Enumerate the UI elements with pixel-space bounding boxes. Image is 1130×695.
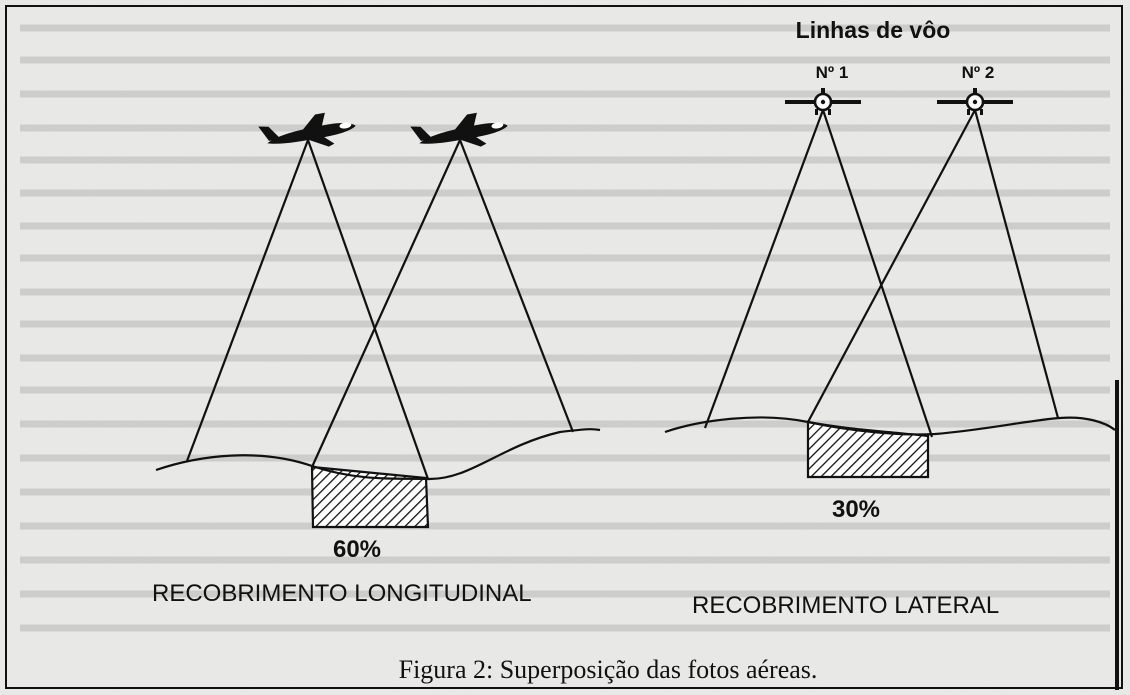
flight-line-2-label: Nº 2 [962,63,995,82]
airplane-icon [410,112,508,147]
airplane-icon [258,112,356,147]
ground-line-lateral [664,416,1116,436]
figure-frame [5,5,1123,689]
camera-cone-left [185,139,430,480]
longitudinal-overlap-area [310,465,430,529]
longitudinal-overlap-label: RECOBRIMENTO LONGITUDINAL [152,580,532,607]
camera-cone-line-1 [703,109,934,438]
lateral-overlap-percent: 30% [832,496,880,523]
bleed-through-texture [20,24,1110,632]
airplane-front-icon [785,88,861,115]
flight-lines-title: Linhas de vôo [796,17,951,43]
ground-line-longitudinal [155,428,601,481]
figure-caption: Figura 2: Superposição das fotos aéreas. [399,655,818,684]
camera-cone-line-2 [807,109,1060,423]
longitudinal-overlap-percent: 60% [333,536,381,563]
lateral-overlap-label: RECOBRIMENTO LATERAL [692,592,999,619]
airplane-front-icon [937,88,1013,115]
flight-line-1-label: Nº 1 [816,63,849,82]
camera-cone-right [310,139,575,468]
